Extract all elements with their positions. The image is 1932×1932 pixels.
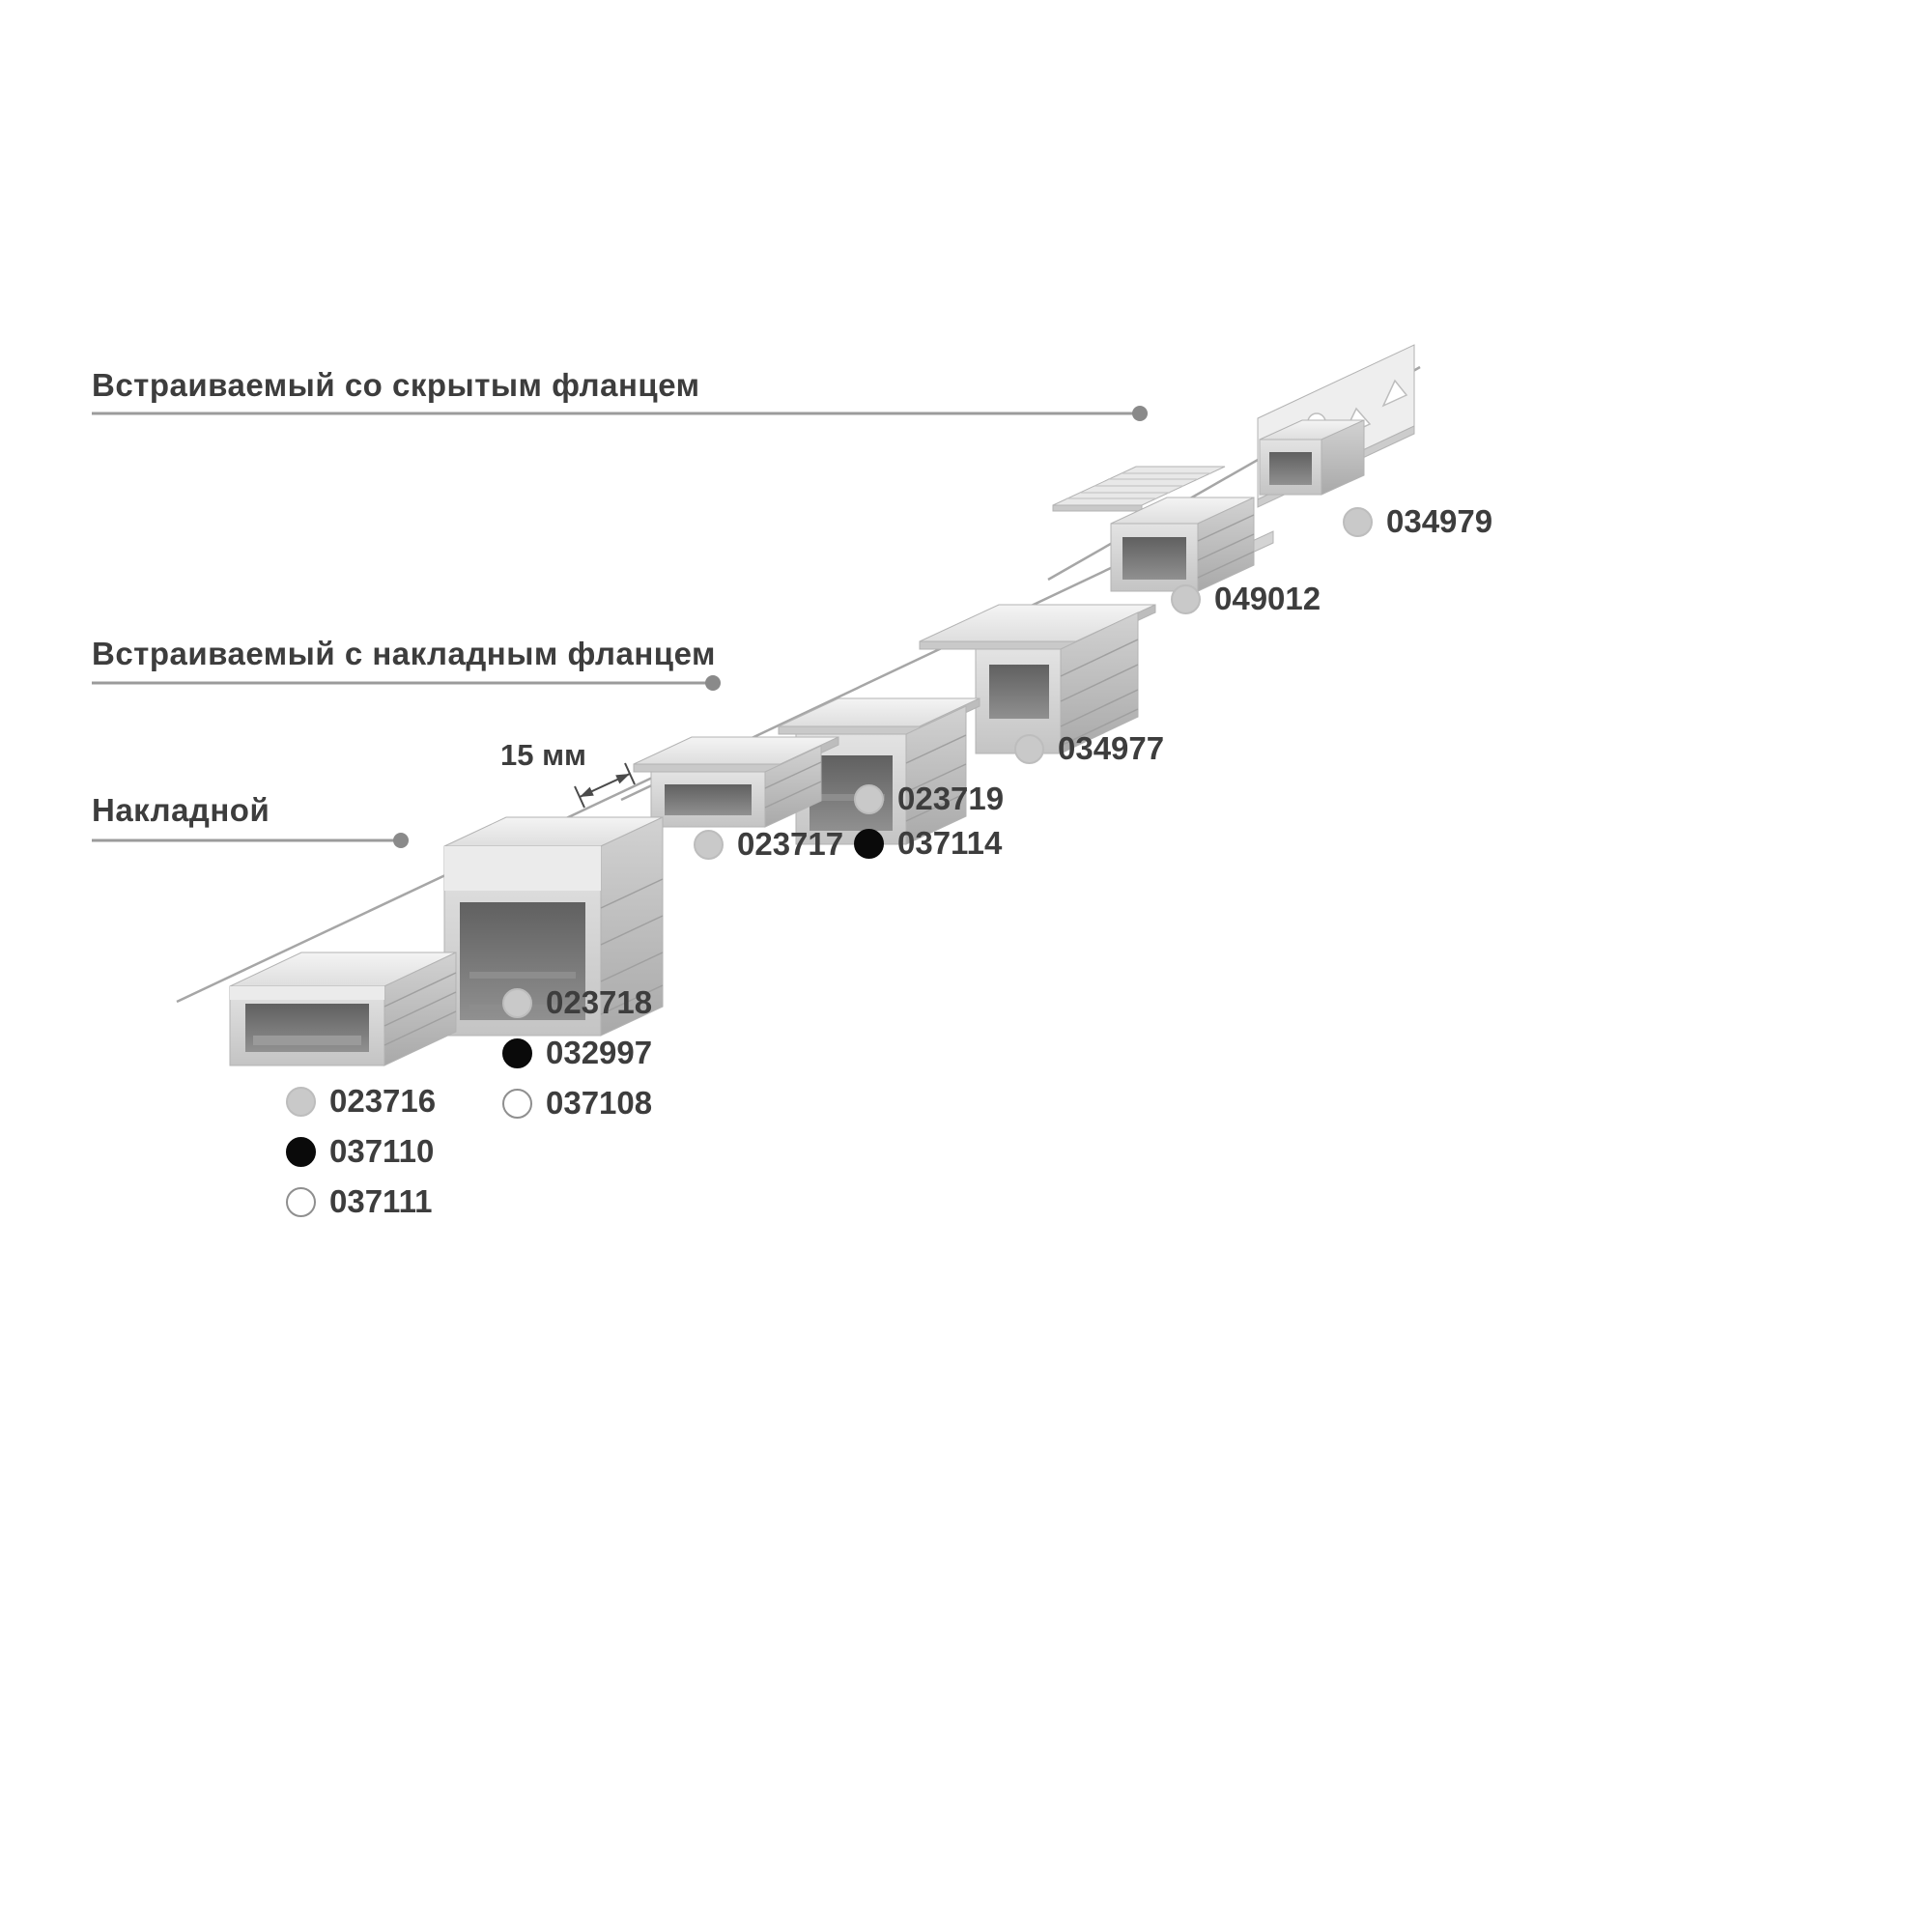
article-code: 037114 (897, 825, 1003, 861)
finish-dot-silver (1171, 583, 1201, 614)
leader-end-dot (393, 833, 409, 848)
article-code: 037108 (546, 1085, 653, 1121)
article-code: 037110 (329, 1133, 435, 1169)
article-row: 037108 (502, 1078, 652, 1128)
article-code: 023717 (737, 826, 844, 862)
article-code: 023718 (546, 984, 653, 1020)
category-label-recessed-surface-flange: Встраиваемый с накладным фланцем (92, 636, 716, 671)
finish-dot-silver (1343, 506, 1373, 537)
finish-dot-white (502, 1088, 532, 1119)
dimension-arrow (574, 762, 636, 809)
profile-render-surface-high-profile (443, 816, 664, 1037)
article-code: 032997 (546, 1035, 653, 1070)
article-row: 023716 (286, 1076, 436, 1126)
finish-dot-silver (854, 783, 884, 814)
finish-dot-silver (1014, 733, 1044, 764)
article-code: 034979 (1386, 503, 1493, 539)
article-row: 049012 (1171, 574, 1321, 624)
article-code: 037111 (329, 1183, 433, 1219)
article-list-hidden-flange-profile: 049012 (1171, 574, 1321, 624)
article-row: 037114 (854, 821, 1004, 866)
finish-dot-silver (694, 829, 724, 860)
profile-render-surface-low-profile (229, 952, 457, 1066)
leader-end-dot (705, 675, 721, 691)
finish-dot-black (854, 828, 884, 859)
article-code: 023716 (329, 1083, 437, 1119)
article-row: 023719 (854, 777, 1004, 821)
dimension-label: 15 мм (500, 738, 586, 772)
article-list-recessed-deep: 034977 (1014, 724, 1164, 774)
article-row: 023718 (502, 978, 652, 1028)
article-list-surface-high: 023718 032997 037108 (502, 978, 652, 1128)
finish-dot-white (286, 1186, 316, 1217)
article-row: 034977 (1014, 724, 1164, 774)
article-row: 034979 (1343, 497, 1492, 547)
article-row: 037111 (286, 1177, 436, 1227)
profile-render-recessed-low-profile (633, 736, 839, 828)
triangle-hole (1381, 379, 1408, 408)
category-label-surface-mounted: Накладной (92, 792, 270, 828)
profile-render-hidden-flange-wall-bracket (1257, 344, 1415, 508)
category-label-recessed-hidden-flange: Встраиваемый со скрытым фланцем (92, 367, 700, 403)
article-list-surface-low: 023716 037110 037111 (286, 1076, 436, 1227)
article-row: 037110 (286, 1126, 436, 1177)
article-list-recessed-high: 023719 037114 (854, 777, 1004, 866)
article-code: 034977 (1058, 730, 1165, 766)
article-row: 032997 (502, 1028, 652, 1078)
article-code: 023719 (897, 781, 1005, 816)
finish-dot-silver (286, 1086, 316, 1117)
finish-dot-silver (502, 987, 532, 1018)
finish-dot-black (286, 1136, 316, 1167)
article-list-hidden-flange-bracket: 034979 (1343, 497, 1492, 547)
leader-end-dot (1132, 406, 1148, 421)
article-row: 023717 (694, 819, 843, 869)
article-list-recessed-low: 023717 (694, 819, 843, 869)
profile-render-hidden-flange-profile (1052, 466, 1274, 592)
category-leader-lines (92, 406, 1148, 848)
article-code: 049012 (1214, 581, 1321, 616)
profile-render-recessed-deep-profile (919, 604, 1156, 754)
finish-dot-black (502, 1037, 532, 1068)
